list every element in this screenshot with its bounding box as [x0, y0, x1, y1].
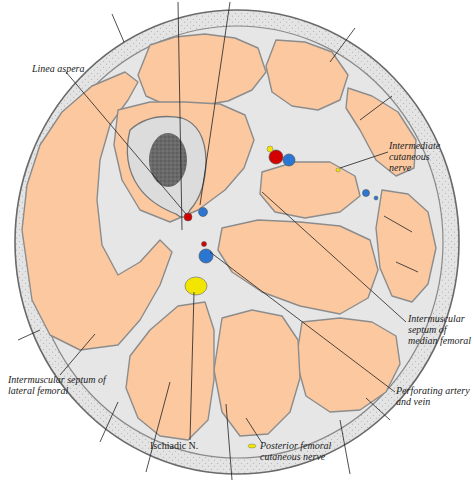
ischiadic-nerve — [185, 277, 207, 295]
anatomy-label: Intermediate cutaneous nerve — [389, 140, 451, 173]
nerve — [248, 444, 256, 448]
artery — [202, 242, 207, 247]
anatomy-label: Intermuscular septum of median femoral — [408, 313, 474, 346]
leader-line — [100, 402, 118, 442]
leader-line — [226, 404, 232, 480]
anatomy-label: Posterior femoral cutaneous nerve — [260, 440, 346, 462]
leader-line — [384, 216, 412, 232]
muscle — [266, 40, 348, 110]
muscle — [114, 102, 254, 222]
vein — [363, 190, 370, 197]
leader-line — [210, 252, 395, 392]
artery — [184, 213, 192, 221]
leader-line — [60, 334, 95, 375]
vein — [283, 154, 295, 166]
vein — [199, 208, 208, 217]
muscle — [296, 318, 400, 412]
muscle — [260, 162, 360, 218]
nerve — [267, 146, 273, 152]
leader-line — [340, 152, 388, 168]
leader-lines — [18, 2, 418, 480]
skin — [15, 10, 459, 474]
leader-line — [340, 420, 350, 474]
anatomy-label: Linea aspera — [32, 63, 112, 74]
leader-line — [178, 2, 182, 230]
leader-line — [330, 28, 355, 62]
muscle — [218, 220, 378, 314]
nerve — [336, 168, 340, 172]
vessels-and-nerves — [184, 146, 378, 448]
artery — [269, 150, 283, 164]
leader-line — [112, 14, 124, 42]
leader-line — [18, 330, 40, 340]
vein — [199, 249, 213, 263]
leader-line — [262, 192, 406, 322]
femur-cortex — [127, 117, 206, 218]
vein — [374, 196, 378, 200]
muscle — [138, 34, 266, 106]
leader-line — [200, 2, 230, 205]
anatomy-label: Intermuscular septum of lateral femoral — [8, 374, 108, 396]
anatomy-label: Perforating artery and vein — [396, 385, 474, 407]
leader-line — [246, 418, 262, 443]
leader-line — [366, 398, 390, 420]
leader-line — [396, 262, 418, 272]
leader-line — [146, 382, 170, 472]
muscle — [126, 302, 214, 440]
femur — [127, 117, 206, 218]
anatomy-label: Ischiadic N. — [150, 440, 220, 451]
leader-line — [190, 292, 194, 440]
leader-line — [66, 72, 186, 214]
muscle — [376, 190, 436, 302]
leader-line — [360, 96, 392, 120]
